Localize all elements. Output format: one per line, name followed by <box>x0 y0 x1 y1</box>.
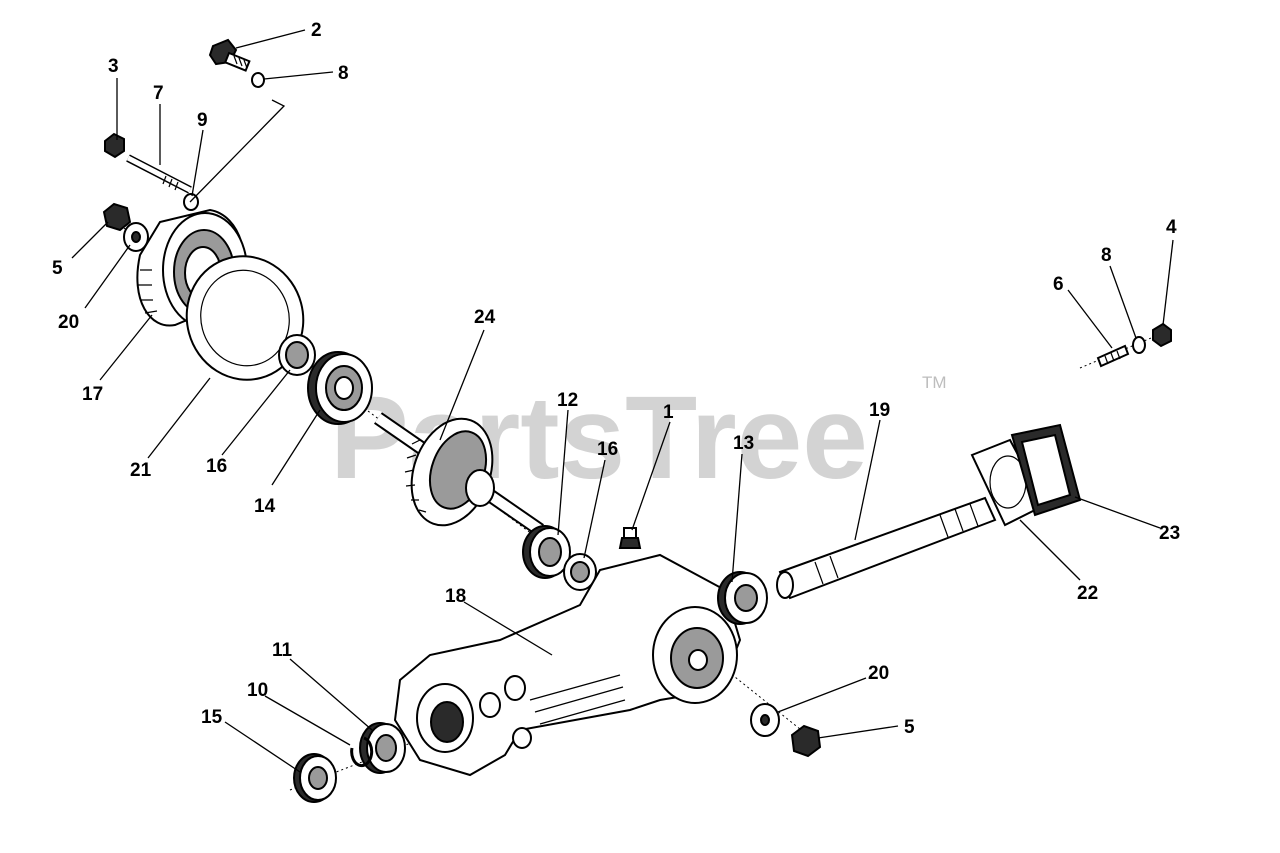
part-washer-20-right <box>750 703 780 737</box>
callout-12: 12 <box>557 390 578 411</box>
part-nut-4 <box>1152 322 1172 348</box>
callout-2: 2 <box>311 20 322 41</box>
callout-5-right: 5 <box>904 717 915 738</box>
part-washer-20-left <box>123 222 149 252</box>
part-bearing-13 <box>717 571 768 625</box>
callout-9: 9 <box>197 110 208 131</box>
part-washer-8-upper <box>251 72 265 88</box>
callout-16-upper: 16 <box>206 456 227 477</box>
callout-19: 19 <box>869 400 890 421</box>
callout-16-middle: 16 <box>597 439 618 460</box>
callout-20-right: 20 <box>868 663 889 684</box>
part-bolt-2 <box>208 38 251 72</box>
callout-10: 10 <box>247 680 268 701</box>
part-bearing-14 <box>307 351 373 425</box>
callout-1: 1 <box>663 402 674 423</box>
callout-8-right: 8 <box>1101 245 1112 266</box>
callout-21: 21 <box>130 460 152 481</box>
callout-5-left: 5 <box>52 258 63 279</box>
part-nut-3 <box>104 132 125 159</box>
callout-24: 23 <box>1159 523 1180 544</box>
callout-18: 18 <box>445 586 466 607</box>
callout-8-upper: 8 <box>338 63 349 84</box>
callout-13: 13 <box>733 433 754 454</box>
part-bearing-12 <box>522 525 571 579</box>
part-vent-plug-1 <box>618 527 642 549</box>
callout-labels: 2 8 3 7 9 5 20 17 21 16 14 24 12 16 1 13… <box>52 20 1180 738</box>
callout-22: 22 <box>1077 583 1098 604</box>
callout-14: 14 <box>254 496 276 517</box>
part-snap-ring-10 <box>350 736 374 768</box>
callout-4: 4 <box>1166 217 1177 238</box>
part-cover-plate-24 <box>1010 423 1082 517</box>
callout-3: 3 <box>108 56 119 77</box>
leader-lines <box>71 29 1174 773</box>
watermark-trademark: TM <box>922 373 947 392</box>
callout-15: 15 <box>201 707 223 728</box>
part-nut-5-right <box>790 724 822 758</box>
callout-23: 24 <box>474 307 496 328</box>
part-gear-shaft-23 <box>374 412 544 536</box>
part-stud-7 <box>126 154 192 194</box>
callout-17: 17 <box>82 384 103 405</box>
part-seal-15 <box>293 753 337 803</box>
callout-7: 7 <box>153 83 164 104</box>
part-gear-case-18 <box>393 553 742 777</box>
part-seal-16-upper <box>278 334 316 376</box>
part-gasket-21 <box>185 255 305 381</box>
part-shaft-19 <box>776 496 997 600</box>
part-washer-8-right <box>1132 336 1146 354</box>
part-nut-5-left <box>102 202 132 232</box>
part-stud-6 <box>1096 344 1130 368</box>
callout-11: 11 <box>272 640 293 661</box>
callout-6: 6 <box>1053 274 1064 295</box>
callout-20-left: 20 <box>58 312 79 333</box>
part-seal-16-middle <box>563 553 597 591</box>
